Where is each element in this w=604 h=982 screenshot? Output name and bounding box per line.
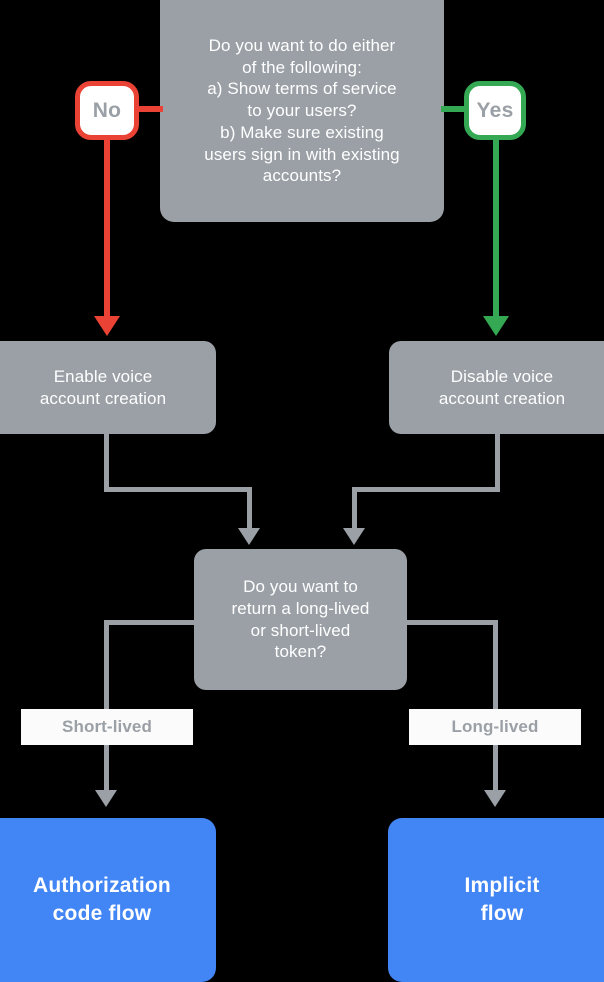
edge-enable-to-token-arrowhead [238,528,260,545]
decision-node-terms-of-service[interactable]: Do you want to do either of the followin… [160,0,444,222]
edge-enable-to-token-vertical-a [104,434,109,492]
action-node-disable-voice-account-creation[interactable]: Disable voice account creation [389,341,604,434]
edge-disable-to-token-arrowhead [343,528,365,545]
outcome-node-implicit-flow[interactable]: Implicit flow [388,818,604,982]
edge-yes-to-disable-voice-arrowhead [483,316,509,336]
edge-token-to-implicit-horizontal [402,620,498,625]
edge-label-long-lived: Long-lived [409,709,581,745]
edge-token-to-auth-vertical [104,620,109,796]
edge-enable-to-token-vertical-b [247,487,252,534]
edge-decision-terms-to-no [137,106,163,112]
edge-decision-terms-to-yes [441,106,467,112]
edge-disable-to-token-vertical-a [495,434,500,492]
badge-no[interactable]: No [75,81,139,140]
edge-token-to-implicit-vertical [493,620,498,796]
decision-node-token-lifetime[interactable]: Do you want to return a long-lived or sh… [194,549,407,690]
badge-yes[interactable]: Yes [464,81,526,140]
edge-token-to-implicit-arrowhead [484,790,506,807]
edge-no-to-enable-voice-arrowhead [94,316,120,336]
edge-disable-to-token-horizontal [352,487,500,492]
edge-token-to-auth-horizontal [104,620,199,625]
edge-disable-to-token-vertical-b [352,487,357,534]
edge-enable-to-token-horizontal [104,487,252,492]
outcome-node-authorization-code-flow[interactable]: Authorization code flow [0,818,216,982]
edge-yes-to-disable-voice-line [493,138,499,324]
edge-label-short-lived: Short-lived [21,709,193,745]
edge-token-to-auth-arrowhead [95,790,117,807]
edge-no-to-enable-voice-line [104,138,110,324]
action-node-enable-voice-account-creation[interactable]: Enable voice account creation [0,341,216,434]
